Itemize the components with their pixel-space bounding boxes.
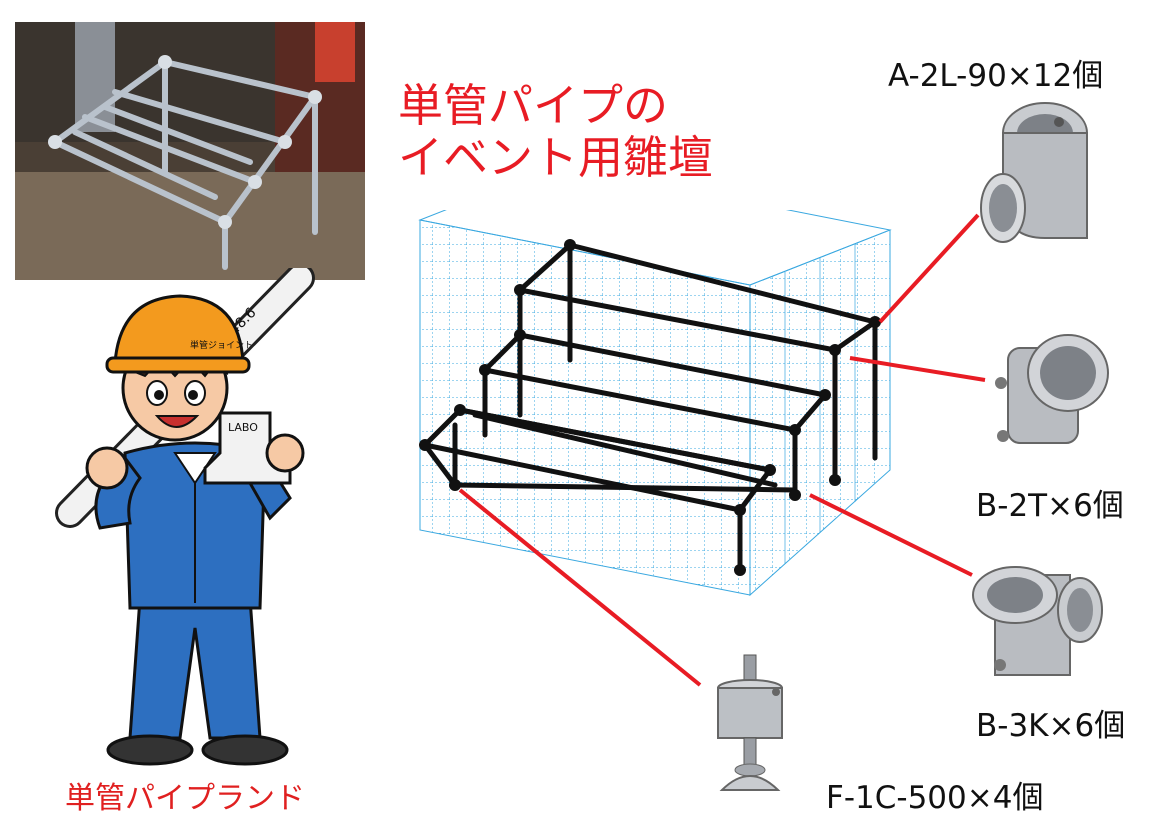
title-line-2: イベント用雛壇 — [398, 131, 714, 184]
leader-f1c — [458, 488, 702, 687]
label-b3k: B-3K×6個 — [976, 708, 1126, 744]
leader-b3k — [809, 493, 973, 577]
diagram-title: 単管パイプの イベント用雛壇 — [398, 80, 713, 184]
label-f1c: F-1C-500×4個 — [826, 780, 1044, 816]
mascot-label: 単管パイプランド — [65, 781, 305, 816]
part-f1c-base-jack — [717, 654, 783, 791]
leader-a2l — [878, 213, 980, 324]
label-b2t: B-2T×6個 — [976, 488, 1124, 524]
photo-real-stand — [15, 22, 365, 280]
leader-b2t — [849, 356, 986, 382]
part-b2t-tee — [995, 334, 1109, 444]
stand-frame-diagram — [418, 210, 892, 597]
fitting-text: LABO — [228, 421, 258, 434]
helmet-text: 単管ジョイント — [190, 339, 253, 351]
title-line-1: 単管パイプの — [398, 79, 669, 132]
label-a2l: A-2L-90×12個 — [888, 58, 1104, 94]
part-b3k-cross — [972, 566, 1103, 676]
mascot-worker: PIPE-48.6 LABO 単管ジョイント — [55, 268, 315, 766]
joints — [419, 239, 881, 576]
helmet — [113, 294, 245, 365]
part-a2l-elbow — [980, 102, 1088, 243]
